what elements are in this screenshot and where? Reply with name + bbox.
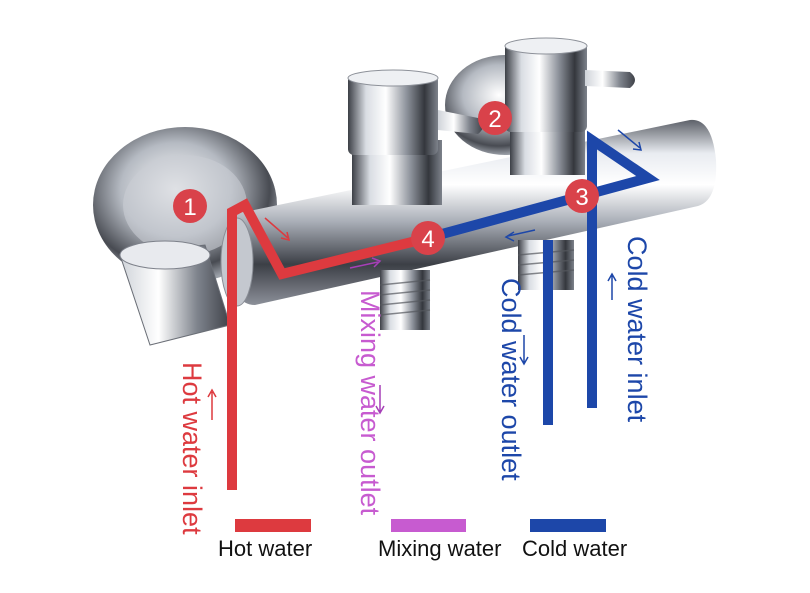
flow-arrows: [207, 129, 642, 420]
legend-label-cold: Cold water: [522, 536, 628, 561]
hot-water-inlet-label: Hot water inlet: [177, 362, 207, 535]
marker-4: 4: [411, 221, 445, 255]
mixing-water-outlet-label: Mixing water outlet: [355, 290, 385, 516]
cold-water-inlet-label: Cold water inlet: [622, 236, 652, 423]
cold-water-outlet-label: Cold water outlet: [496, 278, 526, 481]
legend-swatch-mixing: [391, 519, 466, 532]
marker-2-label: 2: [488, 106, 501, 133]
legend-swatch-hot: [235, 519, 311, 532]
right-lever: [585, 70, 635, 88]
marker-3: 3: [565, 179, 599, 213]
hot-arrow-up: [207, 388, 217, 420]
cold-arrow-inlet: [607, 272, 617, 300]
cold-arrow-down: [519, 335, 529, 366]
legend-label-mixing: Mixing water: [378, 536, 502, 561]
mixing-arrow-down: [375, 385, 385, 415]
marker-1-label: 1: [183, 194, 196, 221]
marker-3-label: 3: [575, 184, 588, 211]
marker-4-label: 4: [421, 226, 434, 253]
marker-1: 1: [173, 189, 207, 223]
marker-2: 2: [478, 101, 512, 135]
hot-arrow-diag: [264, 217, 291, 242]
hot-water-path: [227, 198, 422, 490]
mixing-arrow-right: [349, 257, 382, 269]
legend-swatch-cold: [530, 519, 606, 532]
cold-arrow-top: [617, 129, 642, 151]
left-lever: [438, 110, 483, 134]
legend-label-hot: Hot water: [218, 536, 313, 561]
cold-arrow-left: [504, 229, 536, 242]
